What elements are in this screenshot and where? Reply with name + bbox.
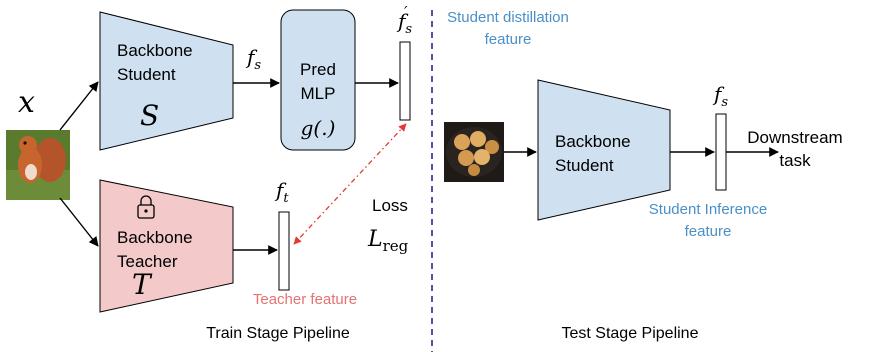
teacher-label-line1: Backbone: [117, 228, 193, 247]
test-student-backbone-block: [537, 79, 671, 221]
input-x-symbol: x: [18, 85, 35, 120]
inference-caption-line1: Student Inference: [649, 201, 767, 218]
lock-icon: [137, 195, 155, 219]
test-feature-label: fs: [712, 82, 728, 110]
test-stage-label: Test Stage Pipeline: [562, 325, 699, 342]
loss-symbol: Lreg: [367, 227, 409, 255]
teacher-backbone-block: [99, 179, 234, 313]
inference-caption-line2: feature: [685, 223, 732, 240]
train-stage-label: Train Stage Pipeline: [206, 325, 350, 342]
student-label-line1: Backbone: [117, 41, 193, 60]
distill-caption-line2: feature: [485, 31, 532, 48]
loss-arrow: [293, 123, 407, 245]
pred-function: g(.): [301, 116, 336, 140]
distill-feature-label: fs′: [396, 3, 412, 37]
distill-caption-line1: Student distillation: [447, 9, 569, 26]
teacher-label-line2: Teacher: [117, 252, 178, 271]
pred-label-line1: Pred: [300, 60, 336, 79]
loss-label: Loss: [372, 196, 408, 215]
downstream-label-line1: Downstream: [747, 128, 842, 147]
student-distill-feature-bar: [399, 41, 411, 121]
test-student-label-line2: Student: [555, 156, 614, 175]
student-symbol: S: [140, 99, 159, 132]
input-to-student-arrow: [59, 81, 99, 131]
pred-label-line2: MLP: [301, 84, 336, 103]
teacher-feature-bar: [278, 211, 290, 291]
bread-image: [444, 122, 504, 182]
input-to-teacher-arrow: [59, 197, 99, 247]
teacher-feature-label: ft: [274, 178, 289, 206]
teacher-symbol: T: [132, 268, 153, 301]
student-label-line2: Student: [117, 65, 176, 84]
squirrel-image: [6, 130, 70, 200]
student-backbone-block: [99, 11, 234, 151]
downstream-label-line2: task: [779, 151, 811, 170]
test-feature-bar: [715, 113, 727, 191]
student-feature-label: fs: [245, 45, 261, 73]
test-student-label-line1: Backbone: [555, 132, 631, 151]
teacher-feature-caption: Teacher feature: [253, 291, 357, 308]
